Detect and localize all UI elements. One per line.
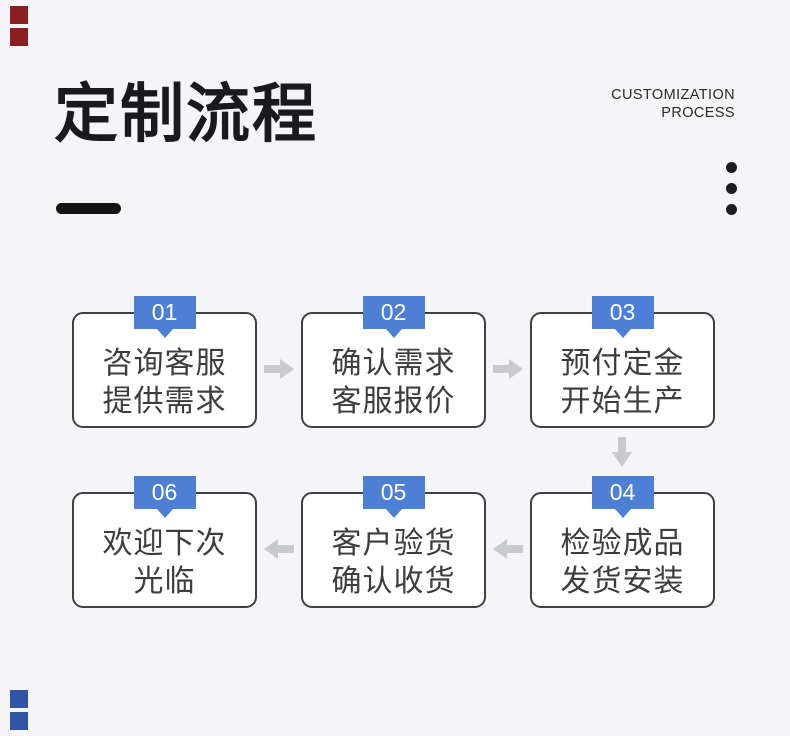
- red-square-decor: [10, 28, 28, 46]
- step-box-01: 01 咨询客服 提供需求: [72, 296, 257, 428]
- step-text-line-1: 检验成品: [560, 527, 685, 560]
- step-text-line-2: 开始生产: [560, 385, 685, 418]
- step-box-04: 04 检验成品 发货安装: [530, 476, 715, 608]
- subtitle-line-2: PROCESS: [661, 105, 735, 121]
- step-box-05: 05 客户验货 确认收货: [301, 476, 486, 608]
- step-text: 检验成品 发货安装: [532, 494, 713, 601]
- step-box-06: 06 欢迎下次 光临: [72, 476, 257, 608]
- step-number-badge: 03: [591, 296, 654, 329]
- dot-decor: [726, 204, 737, 215]
- step-text-line-1: 欢迎下次: [102, 527, 227, 560]
- step-text: 欢迎下次 光临: [74, 494, 255, 601]
- step-text-line-1: 客户验货: [331, 527, 456, 560]
- red-square-decor: [10, 6, 28, 24]
- step-text: 预付定金 开始生产: [532, 314, 713, 421]
- arrow-down-icon: [612, 437, 632, 467]
- step-text-line-1: 预付定金: [560, 347, 685, 380]
- step-number-badge: 04: [591, 476, 654, 509]
- step-box-02: 02 确认需求 客服报价: [301, 296, 486, 428]
- arrow-right-icon: [264, 359, 294, 379]
- page-title: 定制流程: [54, 78, 318, 150]
- step-text: 客户验货 确认收货: [303, 494, 484, 601]
- step-number-badge: 02: [362, 296, 425, 329]
- step-text-line-1: 咨询客服: [102, 347, 227, 380]
- subtitle-en: CUSTOMIZATION PROCESS: [611, 86, 735, 122]
- blue-square-decor: [10, 690, 28, 708]
- step-text-line-2: 确认收货: [331, 565, 456, 598]
- step-text-line-1: 确认需求: [331, 347, 456, 380]
- title-underline: [56, 203, 121, 214]
- step-box-03: 03 预付定金 开始生产: [530, 296, 715, 428]
- step-number-badge: 06: [133, 476, 196, 509]
- arrow-left-icon: [493, 539, 523, 559]
- step-text-line-2: 发货安装: [560, 565, 685, 598]
- step-text: 咨询客服 提供需求: [74, 314, 255, 421]
- dot-decor: [726, 183, 737, 194]
- arrow-left-icon: [264, 539, 294, 559]
- step-text-line-2: 提供需求: [102, 385, 227, 418]
- vertical-dots-decor: [726, 162, 737, 215]
- subtitle-line-1: CUSTOMIZATION: [611, 87, 735, 103]
- blue-square-decor: [10, 712, 28, 730]
- corner-decor-top-left: [10, 6, 28, 46]
- corner-decor-bottom-left: [10, 690, 28, 730]
- step-text: 确认需求 客服报价: [303, 314, 484, 421]
- step-text-line-2: 光临: [133, 565, 196, 598]
- dot-decor: [726, 162, 737, 173]
- step-number-badge: 05: [362, 476, 425, 509]
- step-text-line-2: 客服报价: [331, 385, 456, 418]
- step-number-badge: 01: [133, 296, 196, 329]
- arrow-right-icon: [493, 359, 523, 379]
